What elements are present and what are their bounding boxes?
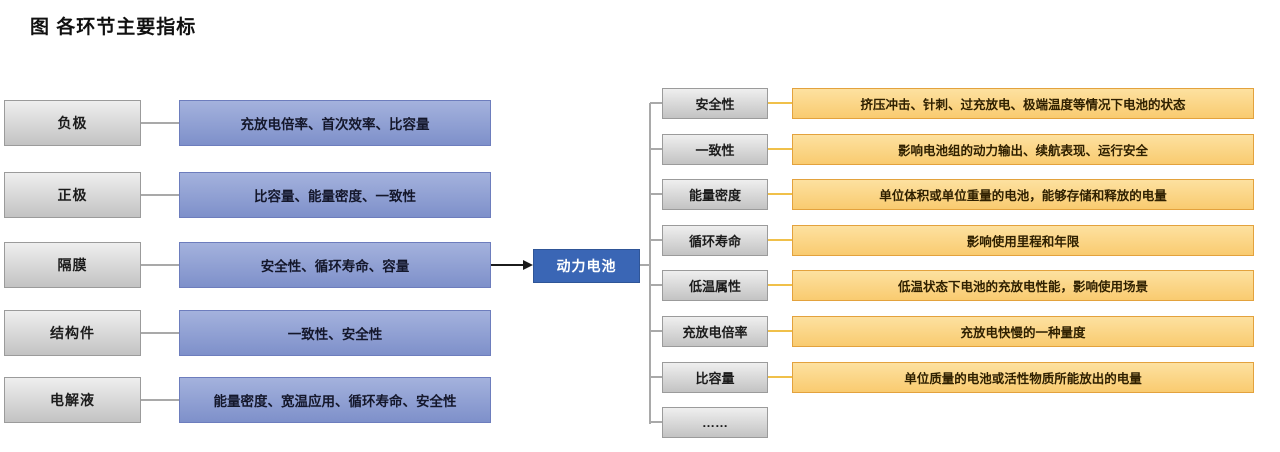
node-label: 负极 bbox=[57, 115, 88, 131]
node-label: 结构件 bbox=[50, 325, 95, 341]
desc-specific-capacity: 单位质量的电池或活性物质所能放出的电量 bbox=[792, 362, 1254, 393]
desc-text: 单位体积或单位重量的电池，能够存储和释放的电量 bbox=[879, 189, 1167, 203]
node-ellipsis: …… bbox=[662, 407, 768, 438]
connector-line bbox=[141, 194, 179, 196]
indicators-text: 一致性、安全性 bbox=[287, 327, 383, 342]
indicators-separator: 安全性、循环寿命、容量 bbox=[179, 242, 491, 288]
node-label: 能量密度 bbox=[688, 188, 741, 203]
desc-text: 低温状态下电池的充放电性能，影响使用场景 bbox=[897, 280, 1148, 294]
node-label: …… bbox=[702, 415, 728, 430]
branch-line bbox=[650, 421, 662, 423]
connector-line bbox=[640, 264, 650, 266]
desc-safety: 挤压冲击、针刺、过充放电、极端温度等情况下电池的状态 bbox=[792, 88, 1254, 119]
node-label: 充放电倍率 bbox=[682, 325, 748, 340]
spine-line bbox=[649, 103, 651, 424]
desc-text: 充放电快慢的一种量度 bbox=[960, 326, 1086, 340]
connector-line bbox=[768, 102, 792, 104]
node-label: 循环寿命 bbox=[688, 234, 741, 249]
arrow-line bbox=[491, 264, 524, 266]
arrow-head-icon bbox=[523, 260, 533, 270]
node-electrolyte: 电解液 bbox=[4, 377, 141, 423]
desc-low-temperature: 低温状态下电池的充放电性能，影响使用场景 bbox=[792, 270, 1254, 301]
node-label: 正极 bbox=[57, 187, 88, 203]
desc-energy-density: 单位体积或单位重量的电池，能够存储和释放的电量 bbox=[792, 179, 1254, 210]
indicators-text: 充放电倍率、首次效率、比容量 bbox=[240, 117, 430, 132]
node-cathode: 正极 bbox=[4, 172, 141, 218]
indicators-cathode: 比容量、能量密度、一致性 bbox=[179, 172, 491, 218]
branch-line bbox=[650, 239, 662, 241]
connector-line bbox=[768, 284, 792, 286]
branch-line bbox=[650, 330, 662, 332]
node-label: 低温属性 bbox=[688, 279, 741, 294]
diagram-title: 图 各环节主要指标 bbox=[30, 17, 197, 38]
desc-text: 单位质量的电池或活性物质所能放出的电量 bbox=[904, 372, 1142, 386]
node-low-temperature: 低温属性 bbox=[662, 270, 768, 301]
indicators-electrolyte: 能量密度、宽温应用、循环寿命、安全性 bbox=[179, 377, 491, 423]
desc-text: 影响电池组的动力输出、续航表现、运行安全 bbox=[897, 144, 1148, 158]
node-specific-capacity: 比容量 bbox=[662, 362, 768, 393]
node-label: 电解液 bbox=[50, 392, 95, 408]
desc-text: 影响使用里程和年限 bbox=[966, 235, 1080, 249]
node-label: 安全性 bbox=[695, 97, 735, 112]
node-safety: 安全性 bbox=[662, 88, 768, 119]
node-power-battery: 动力电池 bbox=[533, 249, 640, 283]
node-label: 一致性 bbox=[695, 143, 735, 158]
connector-line bbox=[768, 239, 792, 241]
connector-line bbox=[141, 399, 179, 401]
desc-cycle-life: 影响使用里程和年限 bbox=[792, 225, 1254, 256]
node-anode: 负极 bbox=[4, 100, 141, 146]
connector-line bbox=[141, 332, 179, 334]
branch-line bbox=[650, 102, 662, 104]
node-c-rate: 充放电倍率 bbox=[662, 316, 768, 347]
node-energy-density: 能量密度 bbox=[662, 179, 768, 210]
indicators-text: 比容量、能量密度、一致性 bbox=[254, 189, 416, 204]
connector-line bbox=[141, 122, 179, 124]
desc-consistency: 影响电池组的动力输出、续航表现、运行安全 bbox=[792, 134, 1254, 165]
connector-line bbox=[768, 330, 792, 332]
node-consistency: 一致性 bbox=[662, 134, 768, 165]
indicators-text: 能量密度、宽温应用、循环寿命、安全性 bbox=[213, 394, 457, 409]
node-cycle-life: 循环寿命 bbox=[662, 225, 768, 256]
branch-line bbox=[650, 376, 662, 378]
indicators-text: 安全性、循环寿命、容量 bbox=[260, 259, 410, 274]
branch-line bbox=[650, 193, 662, 195]
node-label: 动力电池 bbox=[556, 258, 617, 274]
node-separator: 隔膜 bbox=[4, 242, 141, 288]
connector-line bbox=[768, 193, 792, 195]
node-label: 比容量 bbox=[695, 371, 735, 386]
connector-line bbox=[141, 264, 179, 266]
node-structural-parts: 结构件 bbox=[4, 310, 141, 356]
desc-text: 挤压冲击、针刺、过充放电、极端温度等情况下电池的状态 bbox=[860, 98, 1186, 112]
connector-line bbox=[768, 376, 792, 378]
node-label: 隔膜 bbox=[57, 257, 88, 273]
indicators-structural-parts: 一致性、安全性 bbox=[179, 310, 491, 356]
branch-line bbox=[650, 148, 662, 150]
branch-line bbox=[650, 284, 662, 286]
desc-c-rate: 充放电快慢的一种量度 bbox=[792, 316, 1254, 347]
indicators-anode: 充放电倍率、首次效率、比容量 bbox=[179, 100, 491, 146]
connector-line bbox=[768, 148, 792, 150]
